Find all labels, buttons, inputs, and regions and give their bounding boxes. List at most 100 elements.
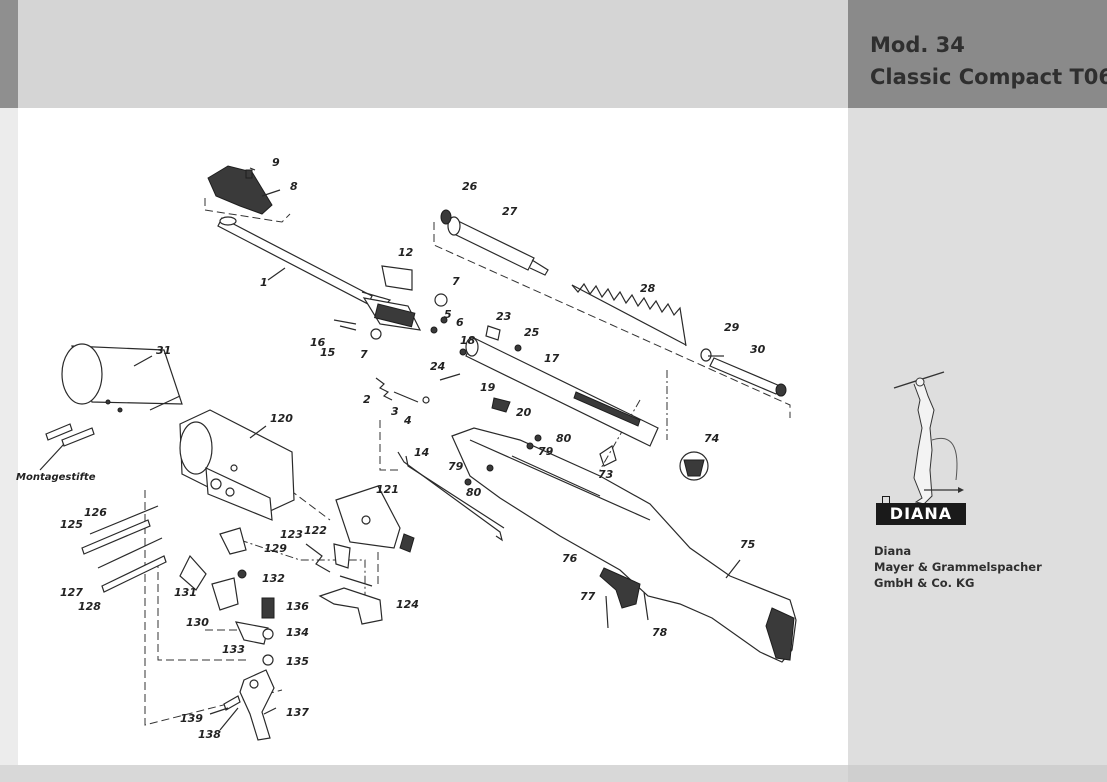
diagram-canvas [18, 108, 848, 765]
callout-78: 78 [652, 626, 668, 639]
callout-29: 29 [724, 321, 740, 334]
part-trigger-pins [81, 505, 167, 593]
diana-figure-logo [893, 371, 964, 505]
callout-24: 24 [430, 360, 445, 373]
callout-30: 30 [750, 343, 766, 356]
part-barrel-block [333, 265, 448, 340]
callout-121: 121 [376, 483, 399, 496]
callout-123: 123 [280, 528, 303, 541]
callout-26: 26 [462, 180, 478, 193]
callout-23: 23 [496, 310, 512, 323]
part-mainspring [571, 282, 687, 347]
part-124-bracket [318, 575, 383, 625]
logo-text: DIANA [889, 504, 953, 523]
callout-28: 28 [640, 282, 656, 295]
callout-75: 75 [740, 538, 756, 551]
part-137-trigger [209, 669, 275, 741]
footer-bar [0, 765, 848, 782]
callout-79-lower: 79 [448, 460, 464, 473]
callout-79-upper: 79 [538, 445, 554, 458]
callout-135: 135 [286, 655, 309, 668]
callout-136: 136 [286, 600, 309, 613]
callout-80-lower: 80 [466, 486, 482, 499]
callout-130: 130 [186, 616, 209, 629]
callout-25: 25 [524, 326, 540, 339]
callout-9: 9 [272, 156, 280, 169]
callout-17: 17 [544, 352, 560, 365]
callout-126: 126 [84, 506, 107, 519]
part-barrel [217, 216, 392, 311]
part-muzzle-weight [207, 165, 273, 215]
callout-120: 120 [270, 412, 293, 425]
part-121-sear-block [335, 485, 415, 553]
callout-labels: 1 2 3 4 5 6 7 7 8 9 12 14 15 16 17 18 19… [16, 156, 766, 741]
callout-27: 27 [502, 205, 518, 218]
callout-1: 1 [260, 276, 268, 289]
leader-lines [39, 167, 741, 731]
callout-74: 74 [704, 432, 719, 445]
callout-134: 134 [286, 626, 309, 639]
part-120-trigger-housing [179, 409, 295, 521]
part-mounting-pins [45, 423, 95, 447]
callout-4: 4 [403, 414, 412, 427]
part-piston [440, 209, 549, 276]
diana-brand-logo: DIANA [876, 496, 966, 525]
part-stock [451, 427, 797, 663]
callout-124: 124 [396, 598, 419, 611]
part-stock-screws [464, 434, 542, 486]
header-bar [0, 0, 848, 108]
callout-137: 137 [286, 706, 309, 719]
part-73 [599, 445, 617, 467]
callout-7-lower: 7 [360, 348, 368, 361]
callout-132: 132 [262, 572, 285, 585]
model-title: Mod. 34 [870, 33, 965, 57]
callout-15: 15 [320, 346, 336, 359]
callout-138: 138 [198, 728, 221, 741]
company-line-2: Mayer & Grammelspacher [874, 560, 1042, 574]
callout-129: 129 [264, 542, 287, 555]
callout-131: 131 [174, 586, 197, 599]
part-compression-tube [439, 325, 659, 447]
callout-16: 16 [310, 336, 326, 349]
callout-31: 31 [156, 344, 171, 357]
part-cocking-link [397, 451, 505, 542]
callout-73: 73 [598, 468, 614, 481]
callout-6: 6 [456, 316, 464, 329]
exploded-view-diagram: 1 2 3 4 5 6 7 7 8 9 12 14 15 16 17 18 19… [16, 156, 797, 741]
part-trigger-mechanism [179, 527, 275, 666]
part-122-123-spring [305, 543, 351, 573]
part-detent-spring [375, 377, 430, 404]
callout-20: 20 [516, 406, 532, 419]
part-end-cap [679, 451, 709, 481]
callout-80-upper: 80 [556, 432, 572, 445]
part-31-cylinder [61, 343, 183, 413]
callout-14: 14 [414, 446, 429, 459]
company-line-1: Diana [874, 544, 912, 558]
callout-122: 122 [304, 524, 327, 537]
callout-12: 12 [398, 246, 414, 259]
callout-18: 18 [460, 334, 476, 347]
callout-139: 139 [180, 712, 203, 725]
brand-sidebar [848, 108, 1107, 765]
montage-label: Montagestifte [16, 472, 96, 483]
callout-8: 8 [290, 180, 298, 193]
callout-5: 5 [444, 308, 452, 321]
part-spring-guide [700, 348, 787, 397]
callout-7-upper: 7 [452, 275, 460, 288]
logo-mark-icon [882, 496, 890, 504]
callout-2: 2 [363, 393, 371, 406]
footer-bar-right [848, 765, 1107, 782]
callout-128: 128 [78, 600, 101, 613]
callout-76: 76 [562, 552, 578, 565]
header-accent [0, 0, 18, 108]
callout-77: 77 [580, 590, 596, 603]
company-line-3: GmbH & Co. KG [874, 576, 975, 590]
callout-3: 3 [391, 405, 399, 418]
callout-19: 19 [480, 381, 496, 394]
part-trigger-guard [599, 567, 649, 629]
callout-133: 133 [222, 643, 245, 656]
callout-127: 127 [60, 586, 83, 599]
title-box: Mod. 34 Classic Compact T06 [848, 0, 1107, 108]
model-name: Classic Compact T06 [870, 65, 1107, 89]
callout-125: 125 [60, 518, 83, 531]
